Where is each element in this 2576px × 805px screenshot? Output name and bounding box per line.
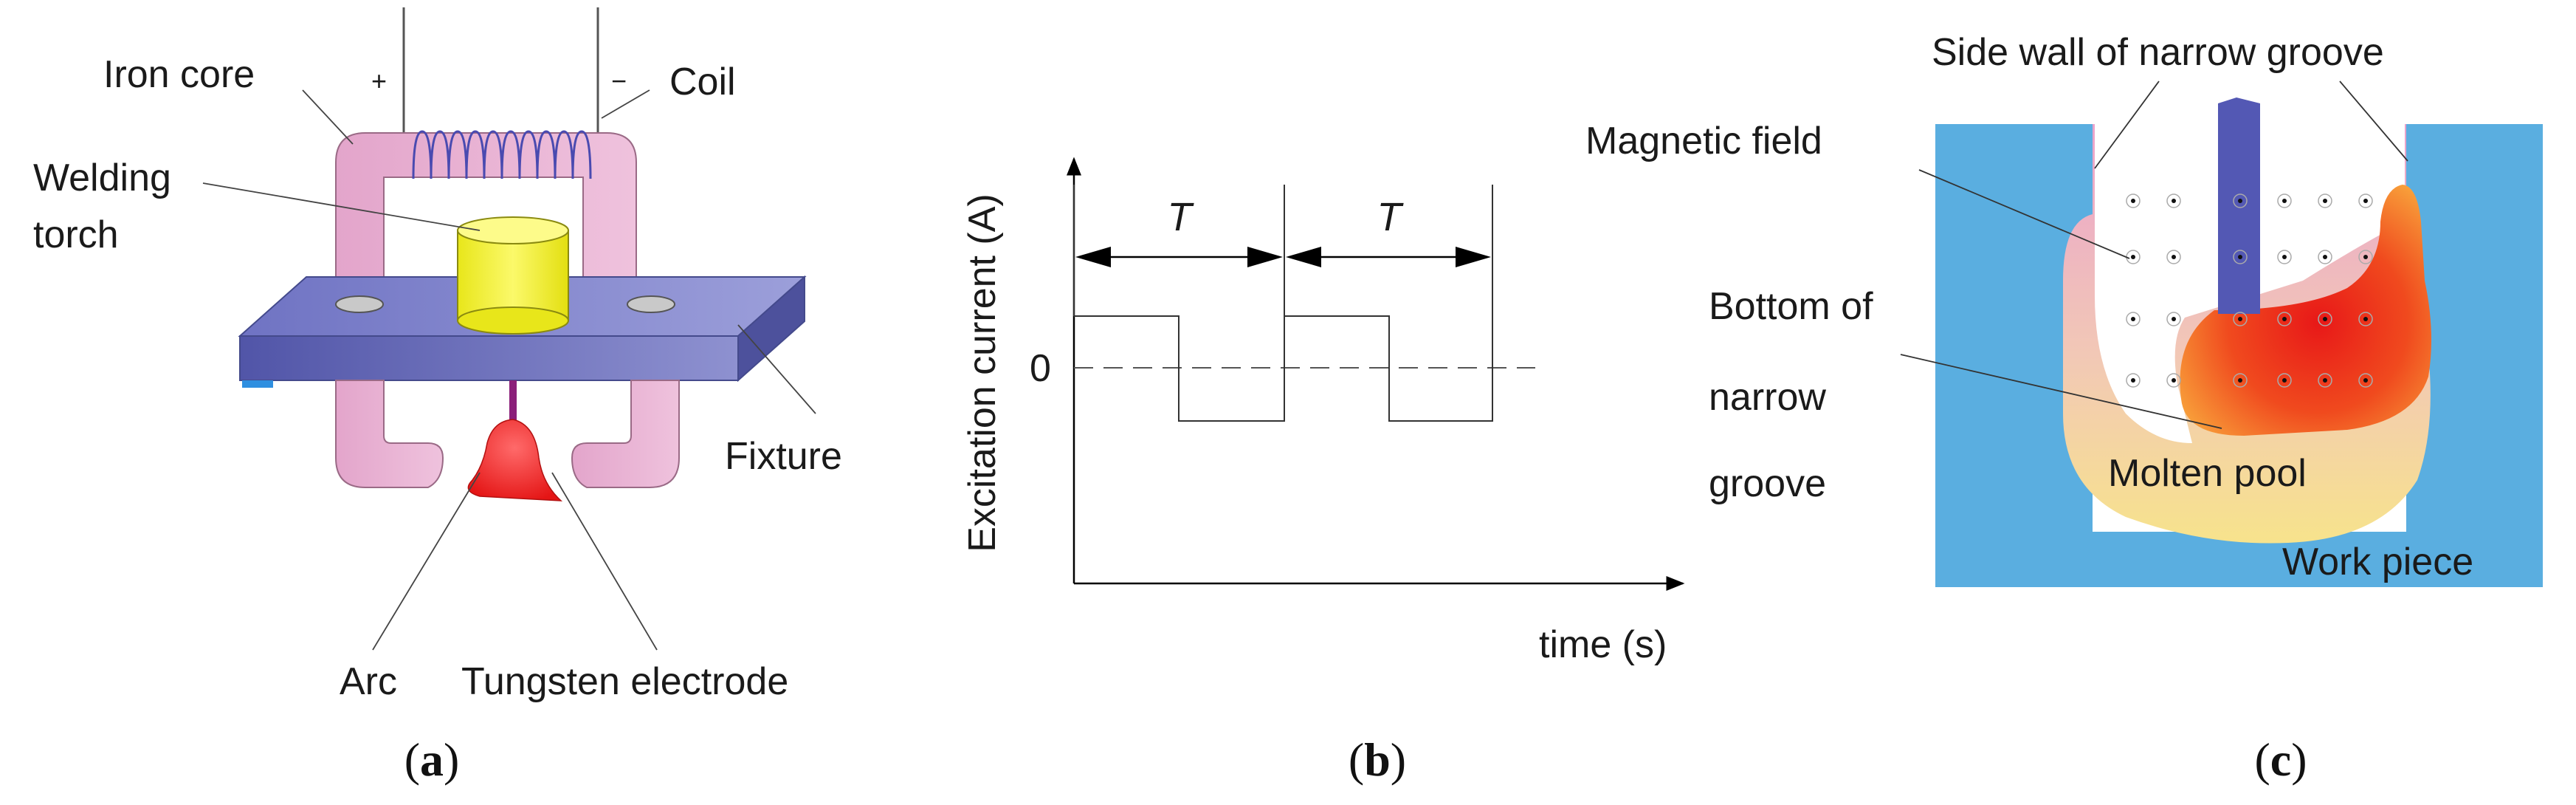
label-coil: Coil <box>669 61 736 103</box>
label-fixture: Fixture <box>725 435 842 478</box>
molten-pool <box>2180 185 2431 436</box>
caption-b: (b) <box>1349 733 1406 786</box>
core-hole-right <box>627 295 675 313</box>
iron-core-upper <box>335 132 637 305</box>
label-bottom-line1: Bottom of <box>1709 285 1873 328</box>
period-arrow-1 <box>1075 247 1283 267</box>
fixture-shadow <box>242 380 273 388</box>
label-welding: Welding <box>33 157 171 199</box>
iron-core-lower-left <box>335 380 444 488</box>
magnetic-field-dots <box>2126 193 2373 388</box>
fixture-front <box>239 335 739 381</box>
x-axis-label: time (s) <box>1539 623 1667 666</box>
panel-a: Iron core + − Coil Welding torch Fixture… <box>33 7 842 786</box>
coil-windings <box>412 130 592 179</box>
label-torch: torch <box>33 213 119 256</box>
core-hole-left <box>335 295 384 313</box>
panel-b: T T 0 Excitation current (A) time (s) (b… <box>961 157 1685 786</box>
label-iron-core: Iron core <box>103 53 255 96</box>
y-axis-label: Excitation current (A) <box>961 193 1004 552</box>
label-arc: Arc <box>340 660 397 703</box>
welding-torch <box>457 216 569 335</box>
label-side-wall: Side wall of narrow groove <box>1932 31 2384 74</box>
label-work-piece: Work piece <box>2282 541 2473 583</box>
panel-c: Side wall of narrow groove Magnetic fiel… <box>1585 31 2543 786</box>
caption-a: (a) <box>404 733 460 786</box>
label-minus: − <box>611 66 627 96</box>
label-molten-pool: Molten pool <box>2108 452 2307 495</box>
tungsten-electrode <box>509 380 517 423</box>
period-label-2: T <box>1377 195 1405 239</box>
arc <box>467 419 563 501</box>
label-plus: + <box>371 66 387 96</box>
label-bottom-line2: narrow <box>1709 376 1826 419</box>
zero-tick-label: 0 <box>1030 347 1051 390</box>
period-arrow-2 <box>1286 247 1491 267</box>
label-magnetic-field: Magnetic field <box>1585 120 1822 162</box>
iron-core-lower-right <box>571 380 680 488</box>
caption-c: (c) <box>2254 733 2307 786</box>
excitation-waveform <box>1074 185 1493 422</box>
label-tungsten-electrode: Tungsten electrode <box>461 660 788 703</box>
electrode <box>2218 97 2260 314</box>
leader-lines-c <box>1900 80 2408 429</box>
period-label-1: T <box>1168 195 1195 239</box>
label-bottom-line3: groove <box>1709 462 1826 505</box>
leader-lines-a <box>202 89 816 651</box>
